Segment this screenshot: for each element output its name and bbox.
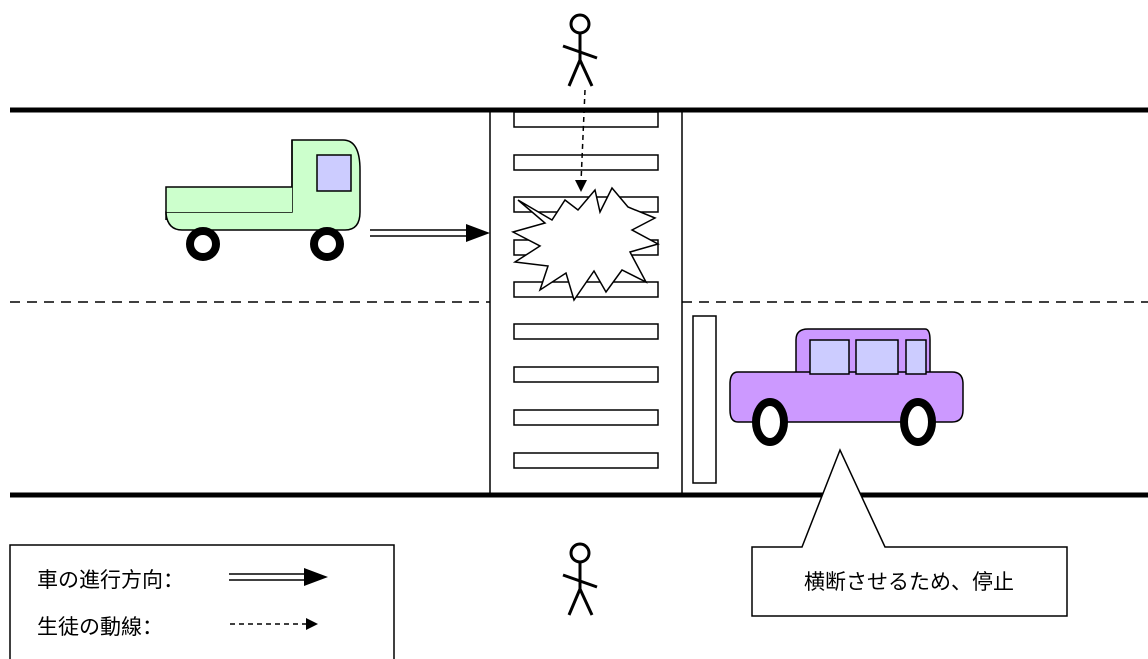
truck-window (316, 154, 352, 192)
crosswalk-stripe (513, 323, 659, 340)
callout-bubble: 横断させるため、停止 (751, 448, 1068, 617)
dashed-arrow-icon (575, 180, 587, 192)
truck-bed-outline (165, 140, 293, 220)
crosswalk-stripe (513, 366, 659, 383)
car-wheel-rear (752, 398, 788, 446)
pedestrian-icon (562, 542, 598, 616)
truck-icon (165, 139, 361, 261)
truck-bed (166, 187, 292, 212)
truck-wheel-rear (186, 227, 220, 261)
crosswalk-stripe (513, 111, 659, 128)
crosswalk-stripe (513, 452, 659, 469)
legend: 車の進行方向： 生徒の動線： (9, 544, 395, 659)
collision-burst-icon (510, 186, 660, 302)
truck-cab (165, 139, 361, 231)
truck-wheel-front (310, 227, 344, 261)
stop-line (692, 315, 717, 484)
car-wheel-front (900, 398, 936, 446)
car-icon (729, 328, 964, 446)
car-window (809, 339, 850, 375)
crosswalk-stripe (513, 154, 659, 171)
crosswalk-stripe (513, 281, 659, 298)
pedestrian-icon (562, 13, 598, 87)
car-window (855, 339, 899, 375)
legend-student-path-label: 生徒の動線： (37, 615, 163, 639)
crosswalk-stripes (513, 111, 659, 469)
legend-dashed-arrow-icon (230, 618, 318, 630)
student-path-arrow (580, 89, 586, 183)
car-window (905, 339, 927, 375)
legend-car-direction-label: 車の進行方向： (37, 568, 184, 592)
legend-box (9, 544, 395, 659)
legend-direction-arrow-icon (229, 568, 328, 586)
direction-arrow-icon (370, 224, 490, 242)
crosswalk-stripe (513, 409, 659, 426)
callout-text: 横断させるため、停止 (804, 570, 1014, 594)
